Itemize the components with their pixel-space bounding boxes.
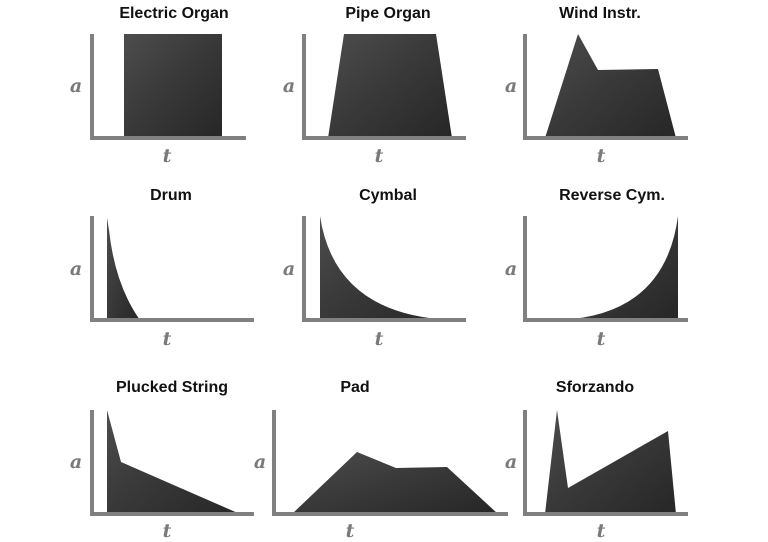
panel-title: Pad bbox=[340, 379, 369, 396]
x-axis-label: t bbox=[597, 145, 606, 167]
panel-reverse-cym: Reverse Cym. a t bbox=[505, 187, 688, 350]
y-axis-label: a bbox=[70, 75, 82, 97]
axes bbox=[523, 410, 688, 516]
panel-wind-instr: Wind Instr. a t bbox=[505, 5, 688, 167]
panel-cymbal: Cymbal a t bbox=[283, 187, 466, 350]
panel-sforzando: Sforzando a t bbox=[505, 379, 688, 542]
y-axis-label: a bbox=[505, 451, 517, 473]
panel-title: Pipe Organ bbox=[345, 5, 430, 22]
y-axis-label: a bbox=[283, 258, 295, 280]
y-axis-label: a bbox=[505, 75, 517, 97]
panel-title: Plucked String bbox=[116, 379, 228, 396]
envelope-shape bbox=[107, 410, 240, 514]
y-axis-label: a bbox=[70, 451, 82, 473]
y-axis-label: a bbox=[70, 258, 82, 280]
x-axis-label: t bbox=[375, 145, 384, 167]
panel-title: Drum bbox=[150, 187, 192, 204]
panel-title: Reverse Cym. bbox=[559, 187, 665, 204]
y-axis-label: a bbox=[505, 258, 517, 280]
panel-title: Sforzando bbox=[556, 379, 634, 396]
envelope-shape bbox=[328, 34, 452, 138]
panel-drum: Drum a t bbox=[70, 187, 254, 350]
panel-pipe-organ: Pipe Organ a t bbox=[283, 5, 466, 167]
axes bbox=[302, 34, 466, 140]
x-axis-label: t bbox=[375, 328, 384, 350]
envelope-shape bbox=[560, 216, 678, 320]
x-axis-label: t bbox=[597, 328, 606, 350]
envelope-shape bbox=[107, 218, 140, 320]
envelope-shape bbox=[545, 410, 676, 514]
axes bbox=[272, 410, 508, 516]
x-axis-label: t bbox=[163, 328, 172, 350]
x-axis-label: t bbox=[597, 520, 606, 542]
axes bbox=[90, 216, 254, 322]
axes bbox=[90, 34, 246, 140]
axes bbox=[90, 410, 254, 516]
envelope-shape bbox=[320, 216, 452, 320]
axes bbox=[302, 216, 466, 322]
envelope-shape bbox=[124, 34, 222, 138]
x-axis-label: t bbox=[163, 520, 172, 542]
panel-title: Electric Organ bbox=[119, 5, 228, 22]
axes bbox=[523, 216, 688, 322]
x-axis-label: t bbox=[346, 520, 355, 542]
panel-title: Wind Instr. bbox=[559, 5, 641, 22]
y-axis-label: a bbox=[254, 451, 266, 473]
envelope-shape bbox=[545, 34, 676, 138]
x-axis-label: t bbox=[163, 145, 172, 167]
panel-title: Cymbal bbox=[359, 187, 417, 204]
axes bbox=[523, 34, 688, 140]
envelope-shape bbox=[292, 452, 498, 514]
y-axis-label: a bbox=[283, 75, 295, 97]
panel-electric-organ: Electric Organ a t bbox=[70, 5, 246, 167]
panel-plucked-string: Plucked String a t bbox=[70, 379, 254, 542]
panel-pad: Pad a t bbox=[254, 379, 508, 542]
